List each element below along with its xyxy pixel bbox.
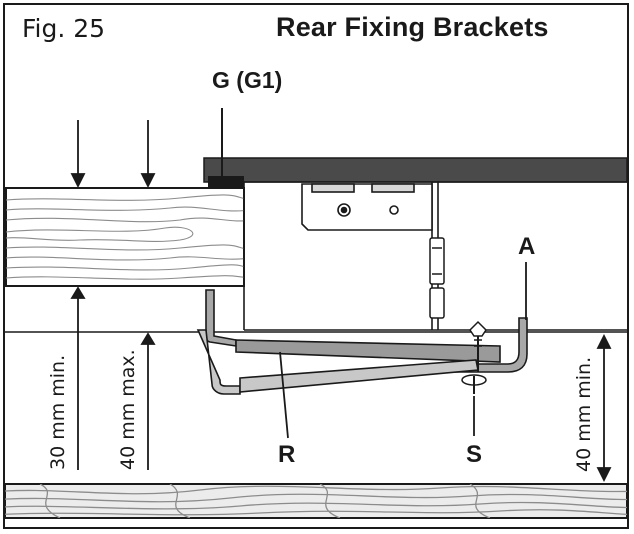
hinge-knuckles [429,237,445,319]
label-a: A [518,233,535,260]
label-s: S [466,441,482,468]
spacer-g [208,108,244,188]
label-40mm-min: 40 mm min. [573,357,595,472]
figure-number: Fig. 25 [22,14,106,43]
leader-lines [279,262,527,439]
label-30mm-min: 30 mm min. [47,355,69,470]
floor [4,483,628,519]
hinge-bracket [301,183,433,231]
appliance-worktop [203,157,628,183]
screw-s [461,320,487,394]
dimension-40mm-max [140,120,156,470]
label-40mm-max: 40 mm max. [117,349,139,470]
wooden-plank [5,187,245,287]
bracket-r-upper [205,289,501,363]
dimension-30mm-min [70,120,86,470]
dimension-40mm-min [596,333,612,483]
figure-title: Rear Fixing Brackets [276,12,549,42]
label-g: G (G1) [212,67,282,93]
label-r: R [278,441,295,468]
